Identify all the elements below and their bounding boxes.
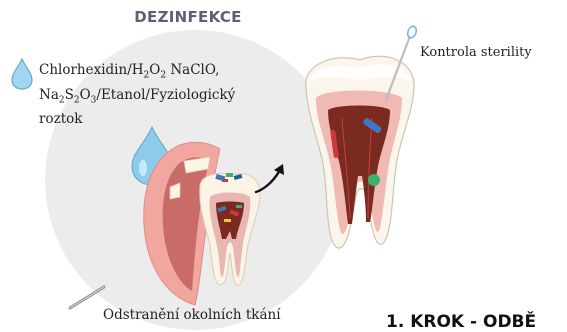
solution-o: O bbox=[80, 87, 91, 103]
small-tooth bbox=[200, 173, 260, 285]
solution-o: O bbox=[149, 62, 160, 78]
tissue-removal-label: Odstranění okolních tkání bbox=[103, 307, 281, 323]
sterility-control-label: Kontrola sterility bbox=[420, 45, 532, 60]
solution-na: Na bbox=[39, 87, 59, 103]
arrow-icon bbox=[252, 160, 292, 196]
solution-naclo: NaClO, bbox=[166, 62, 219, 78]
diagram-title: DEZINFEKCE bbox=[88, 8, 288, 26]
step-title: 1. KROK - ODBĚ bbox=[386, 312, 536, 332]
solution-s: S bbox=[65, 87, 74, 103]
solution-rest: /Etanol/Fyziologický bbox=[96, 87, 235, 103]
probe-icon bbox=[66, 283, 108, 311]
water-drop-icon bbox=[9, 57, 35, 91]
swab-icon bbox=[380, 26, 420, 104]
solution-chlorhexidin: Chlorhexidin/H bbox=[39, 62, 144, 78]
